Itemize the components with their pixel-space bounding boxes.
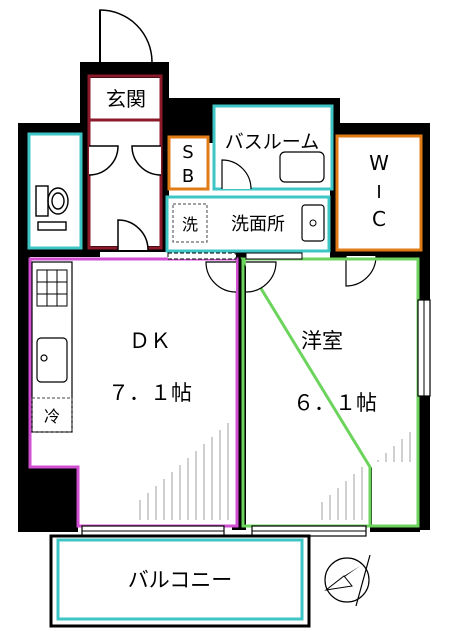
washer-label: 洗 xyxy=(182,215,198,234)
balcony-frame xyxy=(49,534,311,628)
kitchen-sink-icon xyxy=(36,337,68,383)
dk-entry-door xyxy=(117,219,149,251)
dk-size-label: ７．１帖 xyxy=(108,381,192,405)
toilet-outline xyxy=(27,132,83,250)
bathroom-label: バスルーム xyxy=(225,131,319,153)
dk-top-opening xyxy=(167,252,237,260)
washroom-outline xyxy=(165,195,331,253)
bathroom-outline xyxy=(212,104,334,191)
wic-label-c: C xyxy=(372,207,386,231)
vanity-drain xyxy=(309,219,317,227)
western-top-opening xyxy=(245,252,303,260)
western-room-outline xyxy=(240,257,420,528)
balcony-label: バルコニー xyxy=(128,568,233,592)
western-hatching xyxy=(321,432,411,520)
washer-space xyxy=(172,203,208,243)
toilet-icon xyxy=(35,185,69,231)
sb-outline xyxy=(167,135,210,191)
dk-side-door-swing xyxy=(205,261,237,293)
hall-door-left xyxy=(88,145,119,176)
entrance-door-swing xyxy=(99,9,153,63)
genkan-label: 玄関 xyxy=(106,87,146,111)
fridge-space xyxy=(31,397,73,433)
dk-hatching xyxy=(139,423,229,520)
kitchen-counter xyxy=(31,261,73,433)
western-size-label: ６．１帖 xyxy=(293,391,377,415)
wic-door-swing xyxy=(345,255,377,287)
bath-door-swing xyxy=(221,159,252,190)
stove-icon xyxy=(36,269,68,307)
fridge-label: 冷 xyxy=(44,407,60,426)
dk-outline xyxy=(28,257,239,528)
wic-label-i: I xyxy=(376,182,381,203)
wic-label-w: W xyxy=(369,151,389,175)
wic-outline xyxy=(335,134,423,252)
dk-name-label: ＤＫ xyxy=(129,329,171,353)
washroom-label: 洗面所 xyxy=(231,214,285,235)
western-name-label: 洋室 xyxy=(301,329,343,353)
north-arrow-icon xyxy=(324,554,371,607)
hall-door-right xyxy=(131,145,162,176)
room-fills xyxy=(30,78,420,526)
western-door-swing xyxy=(245,261,277,293)
vanity-sink-icon xyxy=(301,204,325,242)
sb-label-b: B xyxy=(182,166,194,187)
sb-label-s: S xyxy=(182,142,193,163)
balcony-outline xyxy=(56,538,304,621)
bathtub-icon xyxy=(279,151,325,183)
